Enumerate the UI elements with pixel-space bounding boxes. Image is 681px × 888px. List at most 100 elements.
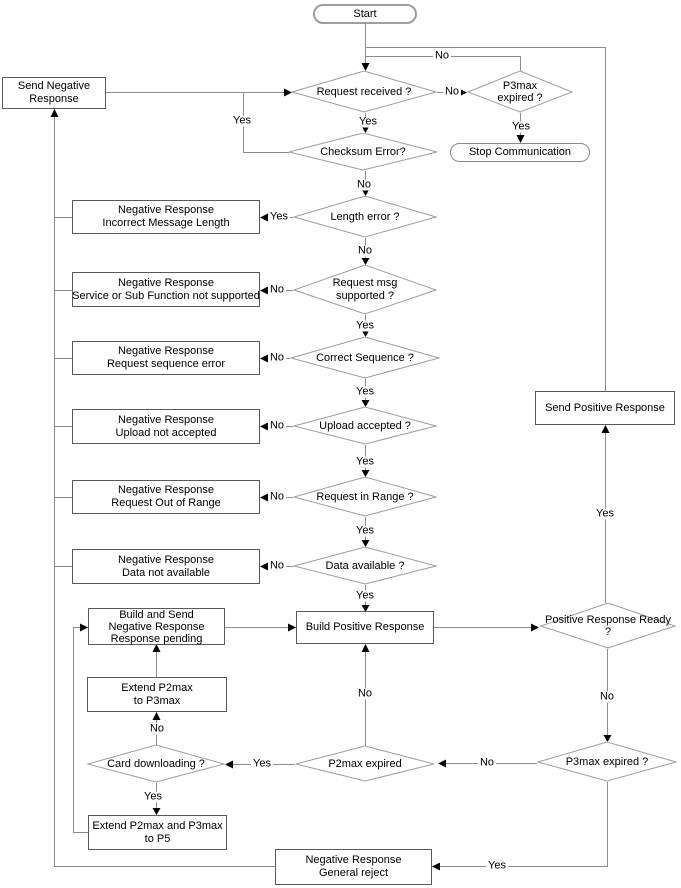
decision-label: ?	[604, 626, 612, 638]
decision-p3max-expired-top: P3max expired ?	[467, 71, 573, 113]
decision-request-msg-supported: Request msg supported ?	[293, 265, 437, 315]
decision-positive-response-ready: Positive Response Ready ?	[540, 603, 676, 649]
edge-start-to-request-received	[361, 24, 370, 71]
process-label-line: Send Negative	[17, 80, 91, 92]
decision-request-in-range: Request in Range ?	[293, 477, 437, 517]
terminator-start: Start	[313, 4, 417, 24]
label-yes-request-received: Yes	[357, 115, 379, 128]
process-label-line: Build Positive Response	[305, 621, 425, 633]
label-no-p2max: No	[355, 687, 375, 700]
process-label-line: Response	[29, 93, 79, 105]
decision-label: P2max expired	[328, 757, 402, 770]
label-no-request-received: No	[442, 85, 462, 98]
edge-send-negative-to-request-received	[106, 88, 292, 97]
label-no-range: No	[267, 490, 287, 503]
decision-label: Data available ?	[325, 559, 405, 572]
label-yes-p3max-top: Yes	[510, 120, 532, 133]
terminator-start-label: Start	[353, 7, 377, 20]
label-no-data-available: No	[267, 559, 287, 572]
edge-extend-p2max-to-build-send-nr	[152, 644, 161, 677]
label-yes-range: Yes	[354, 524, 376, 537]
process-send-negative-response: Send Negative Response	[2, 77, 106, 109]
label-yes-checksum: Yes	[231, 114, 253, 127]
process-extend-p2max-p3max-to-p5: Extend P2max and P3max to P5	[88, 815, 227, 850]
process-label-line: Build and Send	[119, 608, 194, 621]
decision-label: supported ?	[335, 290, 395, 302]
process-label-line: Negative Response	[117, 276, 214, 289]
process-label-line: Service or Sub Function not supported	[72, 289, 260, 302]
process-extend-p2max-to-p3max: Extend P2max to P3max	[87, 677, 227, 712]
process-label-line: Request sequence error	[106, 358, 225, 370]
process-label-line: to P3max	[133, 694, 181, 707]
decision-p3max-expired-bottom: P3max expired ?	[537, 742, 677, 782]
label-no-correct-sequence: No	[267, 351, 287, 364]
process-label-line: Negative Response	[117, 345, 214, 357]
process-label-line: Upload not accepted	[115, 426, 217, 439]
decision-p2max-expired: P2max expired	[295, 746, 435, 782]
label-no-length-error: No	[355, 244, 375, 257]
process-label-line: General reject	[318, 867, 389, 879]
process-label-line: Negative Response	[108, 620, 205, 633]
decision-label: Request in Range ?	[316, 490, 414, 503]
label-yes-p2max: Yes	[251, 757, 273, 770]
process-send-positive-response: Send Positive Response	[535, 391, 675, 425]
decision-label: Correct Sequence ?	[316, 351, 414, 364]
process-label-line: Extend P2max and P3max	[92, 819, 223, 832]
label-yes-length-error: Yes	[268, 210, 290, 223]
label-no-p3max-loop: No	[432, 49, 452, 62]
label-no-upload: No	[267, 419, 287, 432]
decision-label: Card downloading ?	[107, 757, 205, 770]
process-build-send-nr-response-pending: Build and Send Negative Response Respons…	[88, 608, 225, 645]
decision-correct-sequence: Correct Sequence ?	[290, 337, 440, 379]
label-no-p3max-bottom: No	[477, 756, 497, 769]
process-label-line: Negative Response	[117, 553, 214, 566]
process-nr-data-not-available: Negative Response Data not available	[72, 549, 260, 584]
label-yes-correct-sequence: Yes	[354, 385, 376, 398]
decision-checksum-error: Checksum Error?	[288, 133, 438, 171]
decision-data-available: Data available ?	[293, 547, 437, 585]
process-label-line: Extend P2max	[121, 681, 193, 694]
decision-label: P3max	[502, 80, 538, 92]
edge-build-positive-to-positive-ready	[434, 623, 539, 632]
decision-label: Checksum Error?	[320, 145, 406, 158]
decision-label: Positive Response Ready	[545, 614, 671, 626]
process-nr-service-not-supported: Negative Response Service or Sub Functio…	[72, 272, 260, 307]
process-label-line: Incorrect Message Length	[102, 217, 230, 229]
process-label-line: Negative Response	[117, 204, 214, 216]
process-label-line: to P5	[144, 832, 171, 845]
terminator-stop-label: Stop Communication	[468, 146, 572, 158]
process-label-line: Data not available	[121, 566, 211, 579]
process-nr-general-reject: Negative Response General reject	[275, 849, 432, 885]
process-nr-request-sequence-error: Negative Response Request sequence error	[72, 341, 260, 375]
edge-negative-responses-rail	[50, 109, 275, 867]
edge-send-positive-response-return-loop	[365, 47, 606, 391]
process-label-line: Send Positive Response	[545, 401, 665, 414]
process-label-line: Response pending	[110, 632, 203, 645]
process-label-line: Negative Response	[305, 854, 402, 866]
label-no-request-msg: No	[267, 283, 287, 296]
process-label-line: Negative Response	[117, 484, 214, 496]
label-yes-card-downloading: Yes	[142, 790, 164, 803]
decision-label: P3max expired ?	[565, 755, 649, 768]
decision-request-received: Request received ?	[291, 71, 437, 113]
label-yes-p3max-bottom: Yes	[486, 859, 508, 872]
process-nr-request-out-of-range: Negative Response Request Out of Range	[72, 480, 260, 514]
label-yes-positive-ready: Yes	[594, 507, 616, 520]
label-yes-upload: Yes	[354, 455, 376, 468]
process-label-line: Request Out of Range	[111, 497, 221, 509]
decision-label: Request received ?	[316, 85, 412, 98]
label-no-positive-ready: No	[597, 690, 617, 703]
decision-length-error: Length error ?	[293, 196, 437, 238]
label-no-checksum: No	[354, 178, 374, 191]
edge-p3max-bottom-yes-to-general-reject	[432, 782, 608, 871]
label-no-card-downloading: No	[147, 722, 167, 735]
process-label-line: Negative Response	[117, 413, 214, 426]
decision-label: Length error ?	[330, 210, 400, 223]
process-nr-upload-not-accepted: Negative Response Upload not accepted	[72, 409, 260, 444]
decision-label: Upload accepted ?	[319, 419, 411, 432]
label-yes-request-msg: Yes	[354, 319, 376, 332]
label-yes-data-available: Yes	[354, 589, 376, 602]
terminator-stop-communication: Stop Communication	[450, 143, 590, 162]
edge-build-send-nr-to-build-positive	[225, 623, 296, 632]
